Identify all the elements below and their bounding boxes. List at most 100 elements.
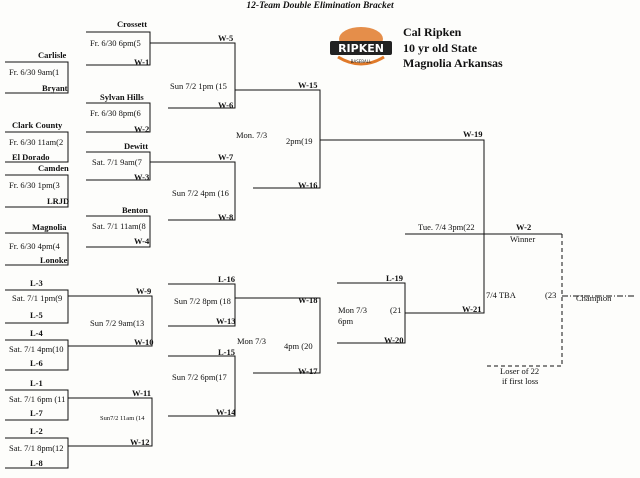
w16-label: W-16	[298, 180, 318, 190]
game-9-time: Sat. 7/1 1pm(9	[12, 293, 63, 303]
game-17-bracket	[168, 355, 236, 417]
game-1-time: Fr. 6/30 9am(1	[9, 67, 60, 77]
game-5-time: Fr. 6/30 6pm(5	[90, 38, 141, 48]
w1-label: W-1	[134, 57, 150, 67]
game-5-bracket	[86, 31, 151, 66]
game-20-time: 4pm (20	[284, 341, 313, 351]
team-el-dorado: El Dorado	[12, 152, 50, 162]
l2-label: L-2	[30, 426, 43, 436]
game-6-bracket	[86, 102, 151, 133]
game-16-time: Sun 7/2 4pm (16	[172, 188, 229, 198]
game-10-bracket	[5, 339, 69, 371]
game-4-time: Fr. 6/30 4pm(4	[9, 241, 60, 251]
w13-label: W-13	[216, 316, 236, 326]
game-18-time: Sun 7/2 8pm (18	[174, 296, 231, 306]
l5-label: L-5	[30, 310, 43, 320]
w4-label: W-4	[134, 236, 150, 246]
w14-label: W-14	[216, 407, 236, 417]
team-crossett: Crossett	[117, 19, 148, 29]
game-12-bracket	[5, 437, 69, 469]
team-bryant: Bryant	[42, 83, 68, 93]
game-21-number: (21	[390, 305, 402, 315]
w15-label: W-15	[298, 80, 318, 90]
winner-label: Winner	[510, 234, 536, 244]
game-4-bracket	[5, 232, 69, 266]
l1-label: L-1	[30, 378, 43, 388]
game-14-time: Sun7/2 11am (14	[100, 415, 145, 422]
loser-22-label: Loser of 22	[500, 366, 540, 376]
w17-label: W-17	[298, 366, 318, 376]
game-16-bracket	[150, 161, 236, 221]
team-magnolia: Magnolia	[32, 222, 67, 232]
game-21-date: Mon 7/3	[338, 305, 368, 315]
l4-label: L-4	[30, 328, 43, 338]
w10-label: W-10	[134, 337, 154, 347]
game-23-dashed	[484, 234, 563, 367]
game-23-date: 7/4 TBA	[486, 290, 516, 300]
game-3-bracket	[5, 174, 69, 208]
game-12-time: Sat. 7/1 8pm(12	[9, 443, 64, 453]
team-lrjd: LRJD	[47, 196, 70, 206]
game-2-time: Fr. 6/30 11am(2	[9, 137, 64, 147]
team-lonoke: Lonoke	[40, 255, 68, 265]
w18-label: W-18	[298, 295, 318, 305]
game-18-bracket	[168, 283, 236, 327]
game-7-time: Sat. 7/1 9am(7	[92, 157, 142, 167]
game-1-bracket	[5, 61, 69, 94]
champion-label: Champion	[576, 293, 612, 303]
game-21-time: 6pm	[338, 316, 354, 326]
l7-label: L-7	[30, 408, 43, 418]
logo-text: RIPKEN	[338, 42, 384, 55]
first-loss-label: if first loss	[502, 376, 539, 386]
game-15-time: Sun 7/2 1pm (15	[170, 81, 227, 91]
l8-label: L-8	[30, 458, 43, 468]
l6-label: L-6	[30, 358, 43, 368]
l3-label: L-3	[30, 278, 43, 288]
l15-label: L-15	[218, 347, 235, 357]
game-22-time: Tue. 7/4 3pm(22	[418, 222, 475, 232]
w12-label: W-12	[130, 437, 150, 447]
game-11-bracket	[5, 389, 69, 421]
game-19-date: Mon. 7/3	[236, 130, 268, 140]
l19-label: L-19	[386, 273, 403, 283]
team-clark-county: Clark County	[12, 120, 63, 130]
event-line-3: Magnolia Arkansas	[403, 56, 503, 70]
game-22-bracket	[320, 139, 485, 235]
game-23-number: (23	[545, 290, 557, 300]
game-8-bracket	[86, 215, 151, 248]
final-w2-label: W-2	[516, 222, 532, 232]
team-dewitt: Dewitt	[124, 141, 149, 151]
w3-label: W-3	[134, 172, 150, 182]
w19-label: W-19	[463, 129, 483, 139]
w2-label: W-2	[134, 124, 150, 134]
w6-label: W-6	[218, 100, 234, 110]
game-11-time: Sat. 7/1 6pm (11	[9, 394, 66, 404]
w7-label: W-7	[218, 152, 234, 162]
team-carlisle: Carlisle	[38, 50, 67, 60]
w5-label: W-5	[218, 33, 234, 43]
team-camden: Camden	[38, 163, 69, 173]
game-21-out	[405, 234, 485, 314]
game-3-time: Fr. 6/30 1pm(3	[9, 180, 60, 190]
game-15-bracket	[150, 42, 236, 109]
team-benton: Benton	[122, 205, 148, 215]
game-17-time: Sun 7/2 6pm(17	[172, 372, 227, 382]
l16-label: L-16	[218, 274, 235, 284]
w11-label: W-11	[132, 388, 152, 398]
game-8-time: Sat. 7/1 11am(8	[92, 221, 146, 231]
game-19-time: 2pm(19	[286, 136, 313, 146]
game-14-bracket	[68, 397, 153, 447]
game-13-time: Sun 7/2 9am(13	[90, 318, 145, 328]
game-20-date: Mon 7/3	[237, 336, 267, 346]
game-6-time: Fr. 6/30 8pm(6	[90, 108, 141, 118]
team-sylvan-hills: Sylvan Hills	[100, 92, 144, 102]
game-19-bracket	[235, 89, 321, 189]
logo-subtext: BASEBALL	[351, 59, 372, 64]
w9-label: W-9	[136, 286, 152, 296]
bracket-title: 12-Team Double Elimination Bracket	[246, 1, 394, 11]
w21-label: W-21	[462, 304, 482, 314]
event-line-1: Cal Ripken	[403, 25, 462, 39]
game-7-bracket	[86, 151, 151, 181]
game-20-bracket	[235, 297, 321, 374]
